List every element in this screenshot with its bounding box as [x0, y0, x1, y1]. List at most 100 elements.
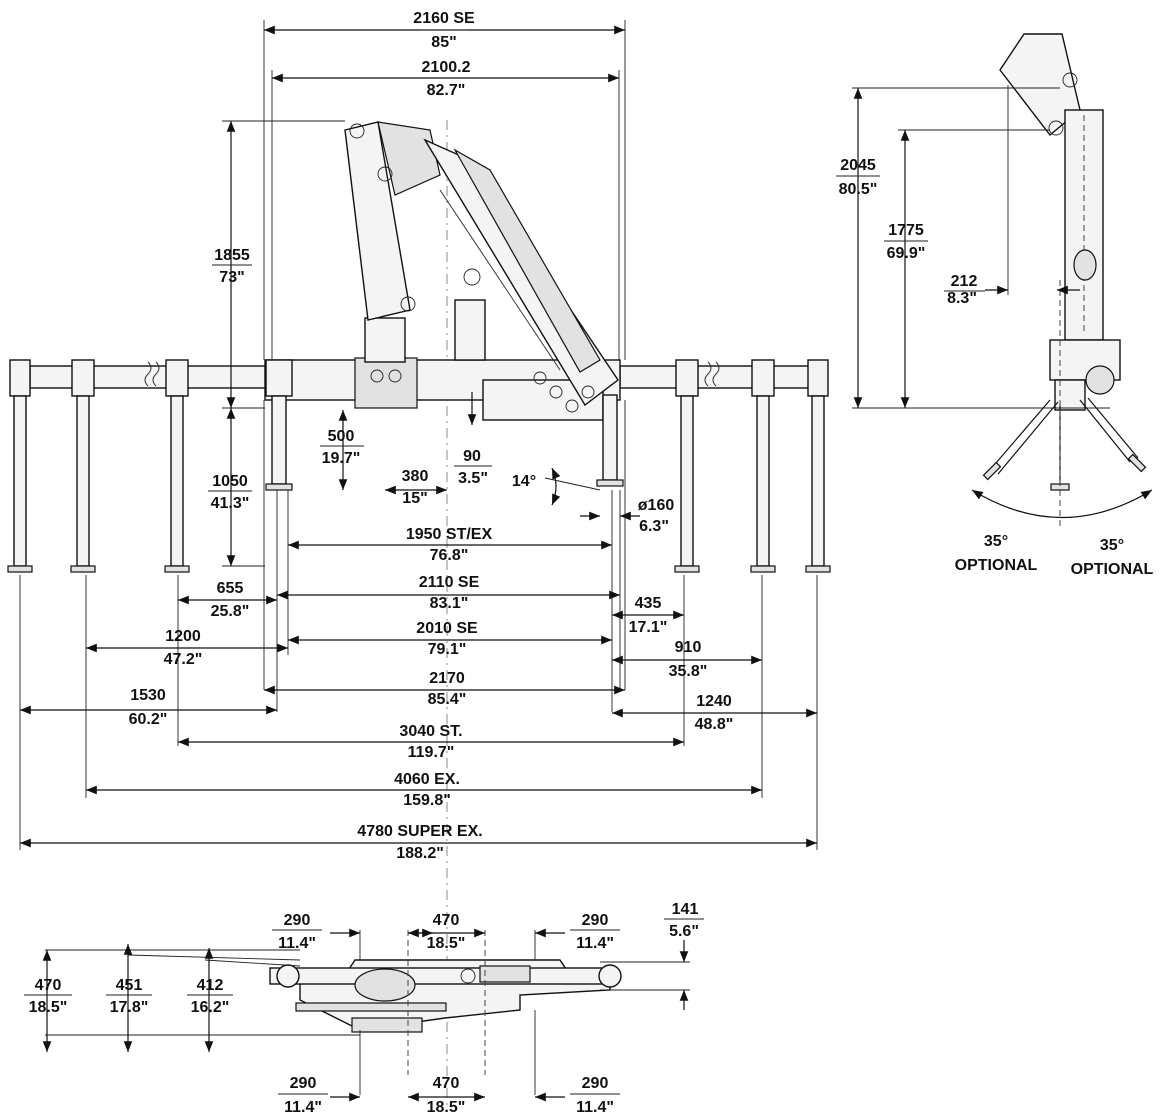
crane-column [364, 317, 406, 363]
dim-4780-mm: 4780 SUPER EX. [357, 823, 482, 840]
side-212-in: 8.3" [947, 290, 977, 307]
dim-1240-in: 48.8" [695, 716, 734, 733]
side-optional-right: OPTIONAL [1071, 561, 1154, 578]
dim-500-mm: 500 [328, 428, 355, 445]
plan-451-in: 17.8" [110, 999, 149, 1016]
dim-380-mm: 380 [402, 468, 429, 485]
boom-pin-bottom [400, 296, 416, 312]
boom-pin-mid [377, 166, 393, 182]
plan-right-roller [598, 964, 622, 988]
plan-left-roller [276, 964, 300, 988]
plan-top-mid-mm: 470 [433, 912, 460, 929]
plan-view: 290 11.4" 470 18.5" 290 11.4" 141 5.6" 4… [24, 901, 704, 1116]
plan-bot-left-mm: 290 [290, 1075, 317, 1092]
plan-top-right-in: 11.4" [576, 935, 614, 952]
right-extension-beam [619, 365, 826, 389]
plan-top-right-mm: 290 [582, 912, 609, 929]
dim-910-mm: 910 [675, 639, 702, 656]
dim-4060-in: 159.8" [403, 792, 451, 809]
hydraulic-tank [454, 299, 486, 361]
dim-2110-in: 83.1" [430, 595, 469, 612]
dim-1855-in: 73" [219, 269, 244, 286]
dim-2100-in: 82.7" [427, 82, 466, 99]
right-break-mark [704, 361, 720, 387]
plan-470-in: 18.5" [29, 999, 68, 1016]
dim-4060-mm: 4060 EX. [394, 771, 460, 788]
plan-141-mm: 141 [672, 901, 699, 918]
bolt-1 [370, 369, 384, 383]
plan-bot-mid-mm: 470 [433, 1075, 460, 1092]
dim-1530-mm: 1530 [130, 687, 166, 704]
plan-451-mm: 451 [116, 977, 143, 994]
dim-1200-mm: 1200 [165, 628, 201, 645]
dim-2010-in: 79.1" [428, 641, 467, 658]
plan-470-mm: 470 [35, 977, 62, 994]
dim-1050-in: 41.3" [211, 495, 250, 512]
plan-bot-mid-in: 18.5" [427, 1099, 466, 1116]
dim-4780-in: 188.2" [396, 845, 444, 862]
plan-141-in: 5.6" [669, 923, 699, 940]
jib-roller-3 [565, 399, 579, 413]
dim-1050-mm: 1050 [212, 473, 248, 490]
dim-1240-mm: 1240 [696, 693, 732, 710]
side-angle-right: 35° [1100, 537, 1124, 554]
dim-2110-mm: 2110 SE [419, 574, 480, 591]
plan-bot-right-in: 11.4" [576, 1099, 614, 1116]
dim-1855-mm: 1855 [214, 247, 250, 264]
plan-412-in: 16.2" [191, 999, 230, 1016]
side-angle-left: 35° [984, 533, 1008, 550]
dim-160-in: 6.3" [639, 518, 669, 535]
dim-655-in: 25.8" [211, 603, 250, 620]
dim-90-mm: 90 [463, 448, 481, 465]
side-optional-left: OPTIONAL [955, 557, 1038, 574]
plan-bot-right-mm: 290 [582, 1075, 609, 1092]
plan-top-mid-in: 18.5" [427, 935, 466, 952]
dim-2160-mm: 2160 SE [413, 10, 475, 27]
dim-2010-mm: 2010 SE [416, 620, 478, 637]
plan-bot-left-in: 11.4" [284, 1099, 322, 1116]
dim-380-in: 15" [402, 490, 427, 507]
jib-pin [463, 268, 481, 286]
jib-roller-2 [549, 385, 563, 399]
main-boom [344, 121, 411, 321]
dim-2170-in: 85.4" [428, 691, 467, 708]
jib-inner-line [439, 189, 561, 371]
dim-910-in: 35.8" [669, 663, 708, 680]
plan-412-mm: 412 [197, 977, 224, 994]
dim-435-mm: 435 [635, 595, 662, 612]
dim-90-in: 3.5" [458, 470, 488, 487]
jib-cylinder [453, 148, 601, 373]
column-housing [354, 357, 418, 409]
outrigger-legs [7, 359, 831, 573]
dim-2170-mm: 2170 [429, 670, 465, 687]
side-1775-mm: 1775 [888, 222, 924, 239]
boom-pin-top [349, 123, 365, 139]
dim-1950-in: 76.8" [430, 547, 469, 564]
jib-roller-1 [533, 371, 547, 385]
plan-lower-beam [295, 1002, 447, 1012]
jib-roller-4 [581, 385, 595, 399]
dim-160-mm: ø160 [638, 497, 675, 514]
dim-3040-mm: 3040 ST. [399, 723, 462, 740]
dim-1950-mm: 1950 ST/EX [406, 526, 493, 543]
dim-2100-mm: 2100.2 [422, 59, 471, 76]
dim-1200-in: 47.2" [164, 651, 203, 668]
dim-1530-in: 60.2" [129, 711, 168, 728]
side-view: 2045 80.5" 1775 69.9" 212 8.3" 35° OPTIO… [836, 33, 1154, 578]
front-view [7, 121, 831, 573]
side-2045-in: 80.5" [839, 181, 878, 198]
side-212-mm: 212 [951, 273, 978, 290]
side-slew-ring [1085, 365, 1115, 395]
plan-top-left-in: 11.4" [278, 935, 316, 952]
left-break-mark [144, 361, 160, 387]
plan-column [354, 968, 416, 1002]
plan-top-left-mm: 290 [284, 912, 311, 929]
dim-3040-in: 119.7" [408, 744, 455, 761]
dim-435-in: 17.1" [629, 619, 668, 636]
plan-beam [269, 967, 616, 985]
dim-500-in: 19.7" [322, 450, 361, 467]
side-1775-in: 69.9" [887, 245, 926, 262]
dim-655-mm: 655 [217, 580, 244, 597]
front-dimensions: 2160 SE 85" 2100.2 82.7" 1855 73" 1050 4… [19, 10, 818, 862]
